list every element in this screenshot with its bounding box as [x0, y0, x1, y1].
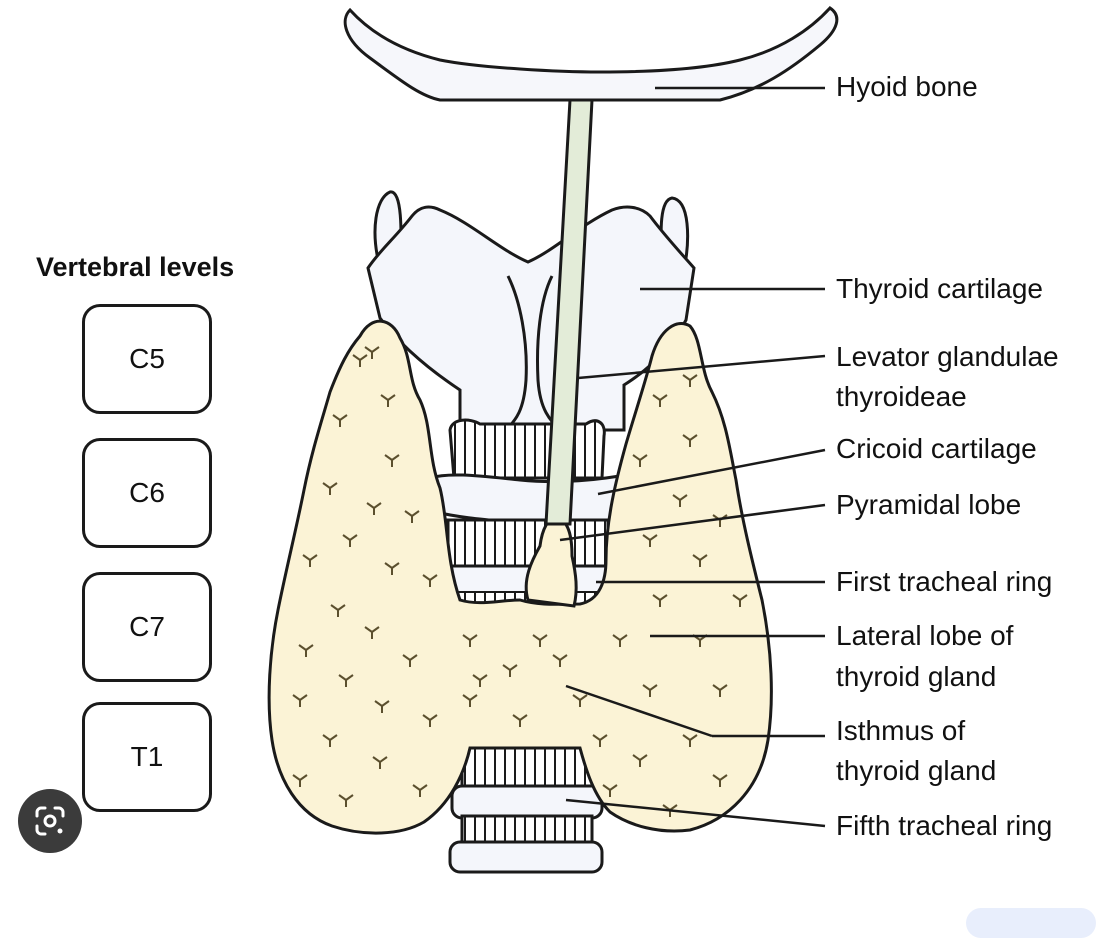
label-hyoid-bone: Hyoid bone — [836, 71, 978, 102]
gland-texture-mark — [572, 694, 588, 707]
gland-texture-mark — [672, 494, 688, 507]
label-levator-line-2: thyroideae — [836, 381, 967, 412]
gland-texture-mark — [602, 784, 618, 797]
gland-texture-mark — [364, 346, 380, 359]
gland-texture-mark — [612, 634, 628, 647]
gland-texture-mark — [532, 634, 548, 647]
gland-texture-mark — [502, 664, 518, 677]
gland-texture-mark — [592, 734, 608, 747]
gland-texture-mark — [298, 644, 314, 657]
gland-texture-mark — [374, 700, 390, 713]
leader-lines — [559, 86, 826, 828]
label-lateral-lobe-line-1: Lateral lobe of — [836, 620, 1014, 651]
gland-texture-mark — [642, 534, 658, 547]
gland-texture-mark — [692, 554, 708, 567]
gland-texture-mark — [632, 754, 648, 767]
label-isthmus-line-1: Isthmus of — [836, 715, 966, 746]
gland-texture-mark — [422, 574, 438, 587]
gland-texture-mark — [732, 594, 748, 607]
gland-texture-mark — [338, 794, 354, 807]
gland-texture-mark — [632, 454, 648, 467]
label-first-tracheal-ring: First tracheal ring — [836, 566, 1053, 597]
gland-texture-mark — [402, 654, 418, 667]
gland-texture-mark — [330, 604, 346, 617]
gland-texture-mark — [682, 434, 698, 447]
gland-texture-marks — [292, 346, 748, 817]
label-lateral-lobe-line-2: thyroid gland — [836, 661, 997, 692]
vertebra-c7: C7 — [82, 572, 212, 682]
gland-texture-mark — [384, 562, 400, 575]
gland-texture-mark — [384, 454, 400, 467]
gland-texture-mark — [552, 654, 568, 667]
lens-glyph — [35, 806, 65, 836]
gland-texture-mark — [682, 734, 698, 747]
vertebral-levels-title: Vertebral levels — [36, 252, 235, 282]
label-cricoid-cartilage: Cricoid cartilage — [836, 433, 1037, 464]
gland-texture-mark — [342, 534, 358, 547]
gland-texture-mark — [422, 714, 438, 727]
gland-texture-mark — [462, 634, 478, 647]
gland-texture-mark — [338, 674, 354, 687]
gland-texture-mark — [322, 482, 338, 495]
levator-glandulae-shape — [544, 98, 594, 526]
label-thyroid-cartilage: Thyroid cartilage — [836, 273, 1043, 304]
gland-texture-mark — [322, 734, 338, 747]
gland-texture-mark — [472, 674, 488, 687]
gland-texture-mark — [642, 684, 658, 697]
gland-texture-mark — [292, 774, 308, 787]
gland-texture-mark — [364, 626, 380, 639]
gland-texture-mark — [462, 694, 478, 707]
gland-texture-mark — [412, 784, 428, 797]
gland-texture-mark — [302, 554, 318, 567]
gland-texture-mark — [352, 354, 368, 367]
trachea-bottom-cap — [448, 840, 604, 874]
gland-texture-mark — [404, 510, 420, 523]
label-levator-line-1: Levator glandulae — [836, 341, 1059, 372]
thyroid-gland-shape — [267, 319, 773, 835]
gland-texture-mark — [712, 774, 728, 787]
gland-texture-mark — [652, 394, 668, 407]
gland-texture-mark — [372, 756, 388, 769]
gland-texture-mark — [366, 502, 382, 515]
label-isthmus-line-2: thyroid gland — [836, 755, 997, 786]
gland-texture-mark — [292, 694, 308, 707]
hyoid-bone-shape — [343, 6, 839, 102]
google-lens-icon[interactable] — [18, 789, 82, 853]
gland-texture-mark — [332, 414, 348, 427]
gland-texture-mark — [712, 684, 728, 697]
gland-texture-mark — [652, 594, 668, 607]
gland-texture-mark — [380, 394, 396, 407]
vertebra-t1: T1 — [82, 702, 212, 812]
vertebra-c5: C5 — [82, 304, 212, 414]
gland-texture-mark — [512, 714, 528, 727]
corner-pill-button[interactable] — [966, 908, 1096, 938]
vertebra-c6: C6 — [82, 438, 212, 548]
label-fifth-tracheal-ring: Fifth tracheal ring — [836, 810, 1053, 841]
gland-texture-mark — [682, 374, 698, 387]
label-pyramidal-lobe: Pyramidal lobe — [836, 489, 1022, 520]
